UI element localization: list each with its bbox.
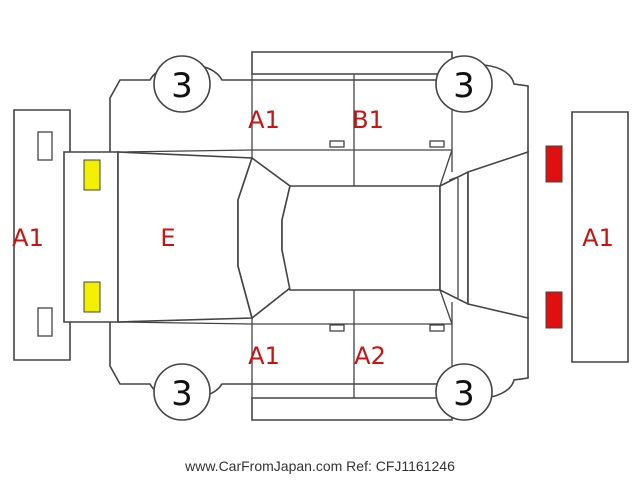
rear-right-tire [435, 363, 493, 421]
rear-left-tire-grade: 3 [453, 66, 475, 106]
right-side-rocker-panel [251, 397, 453, 421]
roof-panel [281, 185, 441, 291]
rear-left-door-handle [429, 140, 445, 148]
rear-right-tire-grade: 3 [453, 374, 475, 414]
hood-code: E [160, 224, 175, 252]
rear-marker-bottom [545, 291, 563, 329]
rear-bumper-code: A1 [582, 224, 614, 252]
front-marker-top [83, 159, 101, 191]
hood-panel [117, 151, 254, 323]
tailgate-panel [467, 150, 529, 320]
front-bumper-slot-top [37, 131, 53, 161]
front-bumper-slot-bottom [37, 307, 53, 337]
front-marker-bottom [83, 281, 101, 313]
front-left-tire-grade: 3 [171, 66, 193, 106]
a-pillar-lines [117, 149, 453, 325]
front-left-tire [153, 55, 211, 113]
rear-right-door-code: A2 [354, 342, 386, 370]
front-right-tire-grade: 3 [171, 374, 193, 414]
source-credit: www.CarFromJapan.com Ref: CFJ1161246 [185, 458, 455, 474]
front-right-door-panel [251, 290, 453, 398]
front-left-door-code: A1 [248, 106, 280, 134]
front-right-tire [153, 363, 211, 421]
left-side-rocker-panel [251, 51, 453, 75]
rear-marker-top [545, 145, 563, 183]
front-bumper-code: A1 [12, 224, 44, 252]
rear-bumper-panel [571, 111, 629, 363]
front-left-door-handle [329, 140, 345, 148]
rear-left-tire [435, 55, 493, 113]
front-left-door-panel [251, 74, 453, 186]
front-right-door-code: A1 [248, 342, 280, 370]
rear-left-door-code: B1 [352, 106, 384, 134]
front-right-door-handle [329, 324, 345, 332]
rear-right-door-handle [429, 324, 445, 332]
rear-window [439, 170, 469, 306]
front-bumper-panel [13, 109, 71, 361]
